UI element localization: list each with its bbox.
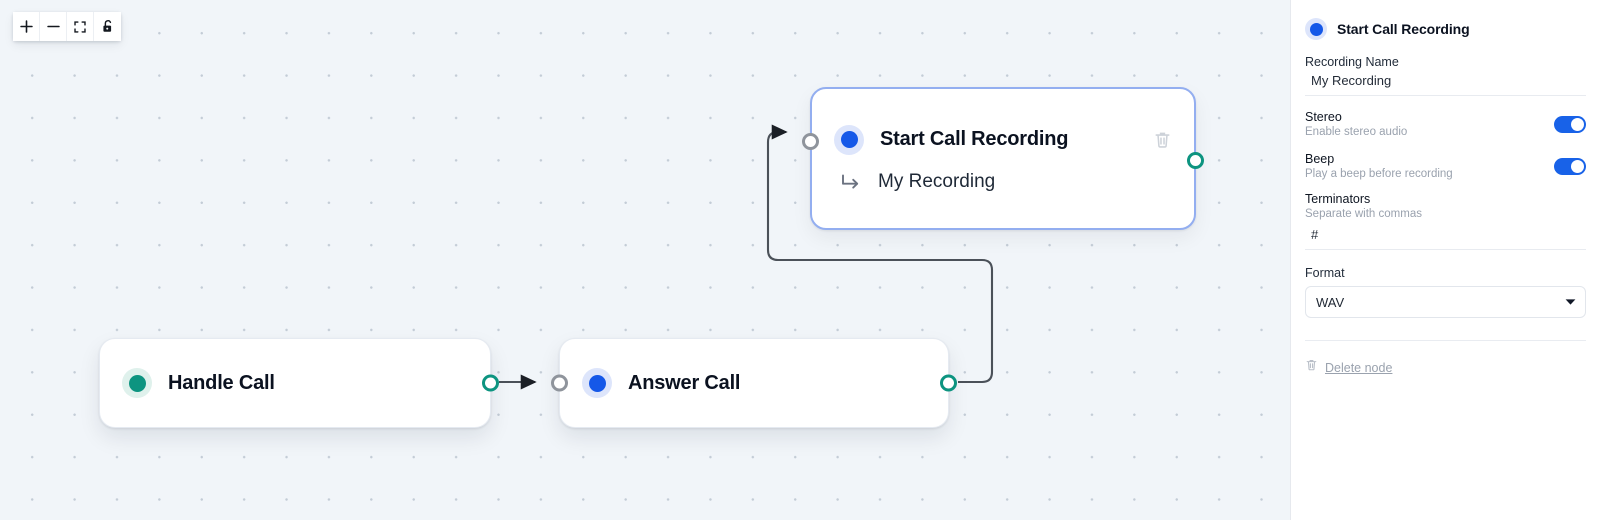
terminators-input[interactable] [1305,223,1586,250]
subtask-arrow-icon [840,173,862,191]
terminators-description: Separate with commas [1305,208,1422,220]
node-subtitle-row: My Recording [812,171,1194,193]
node-output-handle[interactable] [1187,152,1204,169]
node-output-handle[interactable] [482,374,499,392]
node-input-handle[interactable] [802,133,819,150]
panel-title: Start Call Recording [1337,21,1470,37]
lock-toggle-button[interactable] [94,12,121,41]
node-subtitle: My Recording [878,170,996,192]
node-status-dot-icon [834,124,864,155]
format-field: Format WAV [1305,266,1586,318]
node-properties-panel: Start Call Recording Recording Name Ster… [1290,0,1600,520]
beep-label: Beep [1305,152,1335,166]
node-start-call-recording[interactable]: Start Call Recording My Recording [802,87,1204,230]
recording-name-input[interactable] [1305,69,1586,96]
zoom-in-icon [19,19,34,34]
node-handle-call[interactable]: Handle Call [99,338,499,428]
trash-icon [1305,358,1318,377]
stereo-label: Stereo [1305,110,1342,124]
node-header: Answer Call [560,368,948,398]
fit-view-button[interactable] [67,12,94,41]
node-output-handle[interactable] [940,374,957,392]
beep-description: Play a beep before recording [1305,168,1453,180]
fit-view-icon [73,20,87,34]
recording-name-field: Recording Name [1305,55,1586,96]
beep-toggle[interactable] [1554,157,1586,175]
delete-node-button[interactable]: Delete node [1305,358,1586,377]
stereo-setting-row: Stereo Enable stereo audio [1305,110,1586,138]
node-input-handle[interactable] [551,374,568,392]
panel-divider [1305,340,1586,341]
format-select-wrap: WAV [1305,286,1586,318]
zoom-in-button[interactable] [13,12,40,41]
node-status-dot-icon [582,368,612,398]
edge-layer [499,124,994,390]
node-title: Answer Call [628,371,741,394]
node-answer-call[interactable]: Answer Call [551,338,957,428]
zoom-out-button[interactable] [40,12,67,41]
node-header: Start Call Recording [812,124,1194,155]
canvas-controls-toolbar [13,12,121,41]
flow-canvas[interactable]: Handle Call Answer Call Start Call Recor… [0,0,1290,520]
panel-header: Start Call Recording [1305,0,1586,40]
node-status-dot-icon [122,368,152,398]
stereo-texts: Stereo Enable stereo audio [1305,110,1407,138]
stereo-toggle[interactable] [1554,115,1586,133]
terminators-field: Terminators Separate with commas [1305,192,1586,250]
beep-setting-row: Beep Play a beep before recording [1305,152,1586,180]
zoom-out-icon [46,19,61,34]
lock-icon [101,19,115,34]
format-select[interactable]: WAV [1305,286,1586,318]
delete-node-label: Delete node [1325,360,1393,375]
stereo-description: Enable stereo audio [1305,126,1408,138]
node-header: Handle Call [100,368,490,398]
beep-texts: Beep Play a beep before recording [1305,152,1453,180]
node-delete-icon[interactable] [1153,130,1172,150]
node-title: Handle Call [168,371,275,394]
format-label: Format [1305,266,1345,280]
terminators-label: Terminators [1305,192,1371,206]
node-title: Start Call Recording [880,128,1069,150]
panel-status-dot-icon [1305,18,1327,40]
recording-name-label: Recording Name [1305,55,1399,69]
